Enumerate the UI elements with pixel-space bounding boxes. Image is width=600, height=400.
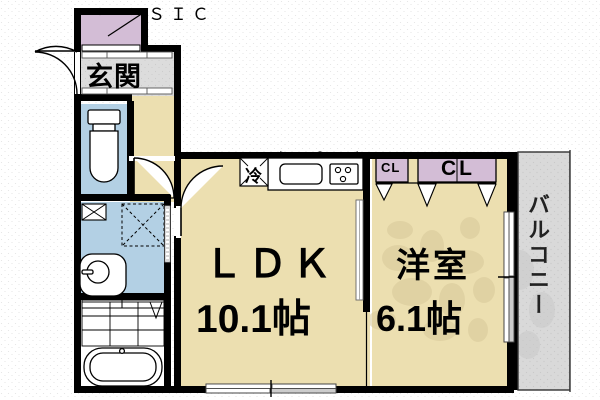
range-hood-icon [270,151,362,158]
entrance-label: 玄関 [86,62,142,92]
washroom-opening-hatch [166,207,169,261]
sic-leader-line [107,12,144,37]
room-sliding-door[interactable] [363,312,370,386]
refrigerator-label: 冷 [245,167,262,186]
kitchen-counter [267,157,364,191]
ldk-sliding-window[interactable] [205,380,337,397]
ldk-swing-door[interactable] [176,165,224,238]
entrance-window [81,51,173,95]
gas-stove-fixture [329,163,359,185]
cl-large-label: CL [441,157,475,180]
room-size-label: 6.1帖 [376,298,463,339]
ldk-floor [178,158,363,386]
bathtub-fixture [83,347,163,387]
watermark [368,217,555,359]
closet-doors[interactable] [375,157,497,208]
balcony-label: バルコニー [525,193,550,318]
bath-wall-grid [81,301,165,347]
entrance-swing-door[interactable] [34,45,80,95]
shower-space [121,203,165,247]
ldk-label: ＬＤＫ [204,243,337,286]
ldk-size-label: 10.1帖 [196,298,311,341]
sic-label: ＳＩＣ [148,5,214,24]
refrigerator-space [239,157,269,187]
washbasin-fixture [79,253,127,297]
balcony-outline [517,150,573,392]
sic-opening [81,44,141,52]
washroom-opening [164,205,171,263]
toilet-swing-door[interactable] [129,156,175,199]
toilet-fixture [87,109,121,183]
cl-small-label: CL [381,160,401,175]
room-label: 洋室 [396,247,470,285]
kitchen-sink-fixture [279,163,323,185]
sic-hanger-icon [82,7,140,16]
room-balcony-window[interactable] [498,211,516,343]
ldk-east-window[interactable] [355,199,364,301]
washing-machine-space [81,203,107,221]
cl-small-floor [376,158,408,182]
